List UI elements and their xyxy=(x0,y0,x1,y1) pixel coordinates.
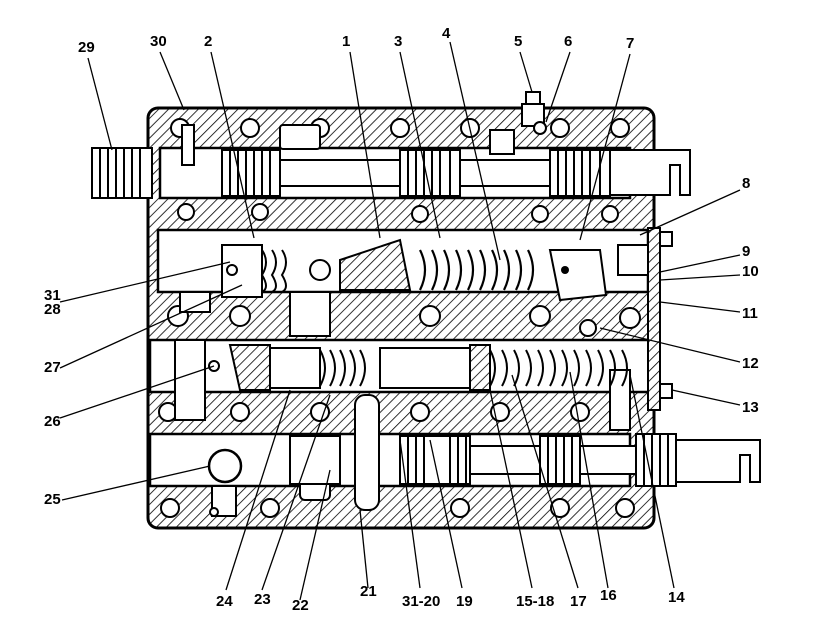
label-23: 23 xyxy=(254,591,271,608)
label-7: 7 xyxy=(626,35,634,52)
top-fitting xyxy=(521,91,547,135)
label-9: 9 xyxy=(742,243,750,260)
middle-spool-assembly xyxy=(208,344,628,391)
label-31-20: 31-20 xyxy=(402,593,440,610)
label-16: 16 xyxy=(600,587,617,604)
label-31: 31 xyxy=(44,287,61,304)
label-29: 29 xyxy=(78,39,95,56)
label-2: 2 xyxy=(204,33,212,50)
label-28: 28 xyxy=(44,301,61,318)
label-3: 3 xyxy=(394,33,402,50)
label-21: 21 xyxy=(360,583,377,600)
callout-labels: 29 30 2 1 3 4 5 6 7 8 9 10 11 12 13 14 1… xyxy=(44,25,759,614)
upper-spring-assembly xyxy=(221,238,649,302)
port-holes xyxy=(158,118,641,518)
label-8: 8 xyxy=(742,175,750,192)
label-19: 19 xyxy=(456,593,473,610)
label-13: 13 xyxy=(742,399,759,416)
top-spool xyxy=(91,147,691,199)
label-25: 25 xyxy=(44,491,61,508)
leader-lines xyxy=(59,41,741,601)
label-27: 27 xyxy=(44,359,61,376)
bottom-spool xyxy=(207,433,761,517)
label-11: 11 xyxy=(742,305,758,322)
label-12: 12 xyxy=(742,355,759,372)
label-24: 24 xyxy=(216,593,233,610)
label-22: 22 xyxy=(292,597,309,614)
label-4: 4 xyxy=(442,25,451,42)
label-17: 17 xyxy=(570,593,587,610)
label-6: 6 xyxy=(564,33,572,50)
label-1: 1 xyxy=(342,33,350,50)
label-30: 30 xyxy=(150,33,167,50)
label-26: 26 xyxy=(44,413,61,430)
label-5: 5 xyxy=(514,33,522,50)
vertical-passages xyxy=(174,124,631,511)
label-14: 14 xyxy=(668,589,685,606)
label-15-18: 15-18 xyxy=(516,593,554,610)
label-10: 10 xyxy=(742,263,759,280)
